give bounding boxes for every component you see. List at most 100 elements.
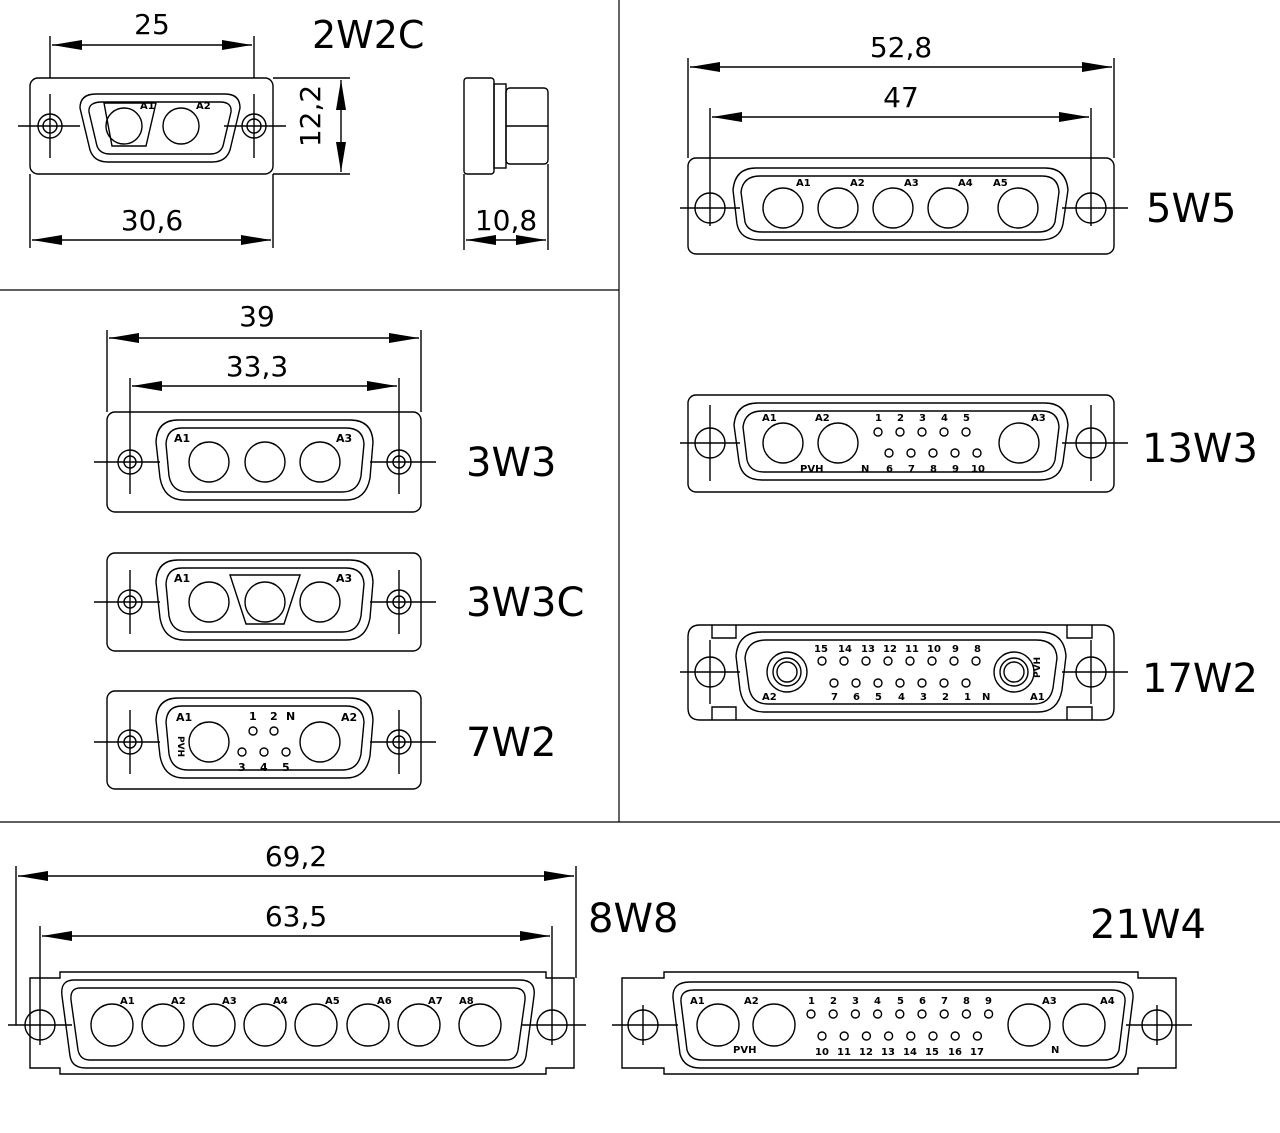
label-a2-13w3: A2 (815, 413, 830, 424)
signal-pin (961, 1009, 972, 1019)
label-pvh-21w4: PVH (733, 1045, 756, 1056)
label-5-7w2: 5 (282, 761, 290, 774)
drawing-13w3 (680, 394, 1128, 493)
label-16-21w4: 16 (948, 1047, 962, 1058)
connector-code-7w2: 7W2 (466, 720, 556, 766)
label-14-17w2: 14 (838, 644, 852, 655)
label-a1-3w3c: A1 (174, 572, 190, 585)
contact-a3-3w3 (299, 441, 341, 483)
contact-4-7w2 (259, 747, 269, 757)
label-a1-8w8: A1 (120, 996, 135, 1007)
contact-a3-13w3 (998, 422, 1040, 464)
contact-a5-5w5 (997, 187, 1039, 229)
signal-pin (817, 656, 827, 666)
contact-a2-21w4 (752, 1003, 796, 1047)
label-1-21w4: 1 (808, 996, 815, 1007)
contact-a4-21w4 (1062, 1003, 1106, 1047)
label-n-13w3: N (861, 464, 869, 475)
dim-text-hole-spacing-3w3: 33,3 (226, 350, 288, 383)
label-a2-17w2: A2 (762, 692, 777, 703)
contact-3-13w3 (917, 427, 927, 437)
signal-pin (927, 656, 937, 666)
contact-a4-5w5 (927, 187, 969, 229)
label-9-21w4: 9 (985, 996, 992, 1007)
signal-pin (928, 1031, 938, 1041)
contact-a3-21w4 (1007, 1003, 1051, 1047)
signal-pin (828, 1009, 838, 1019)
label-n-21w4: N (1051, 1045, 1059, 1056)
label-a3-3w3: A3 (336, 432, 352, 445)
label-a3-5w5: A3 (904, 178, 919, 189)
label-a3-8w8: A3 (222, 996, 237, 1007)
label-a7-8w8: A7 (428, 996, 443, 1007)
label-2-13w3: 2 (897, 413, 904, 424)
contact-a2-3w3 (244, 441, 286, 483)
label-a3-3w3c: A3 (336, 572, 352, 585)
label-pvh-7w2: PVH (175, 736, 185, 757)
connector-code-8w8: 8W8 (588, 896, 678, 942)
label-a1-7w2: A1 (176, 711, 192, 724)
contact-a2-2w2c (162, 107, 200, 145)
label-15-21w4: 15 (925, 1047, 939, 1058)
label-11-21w4: 11 (837, 1047, 851, 1058)
signal-pins-21w4 (806, 1009, 994, 1041)
label-5-21w4: 5 (897, 996, 904, 1007)
contact-a1-inner-17w2 (999, 657, 1029, 687)
signal-pin (851, 678, 861, 688)
label-10-17w2: 10 (927, 644, 941, 655)
label-n-7w2: N (286, 710, 295, 723)
shell-17w2 (735, 631, 1067, 713)
label-3-13w3: 3 (919, 413, 926, 424)
signal-pin (883, 656, 893, 666)
label-a6-8w8: A6 (377, 996, 392, 1007)
label-pvh-13w3: PVH (800, 464, 823, 475)
flange-8w8 (29, 971, 575, 1075)
shell-21w4 (672, 981, 1134, 1069)
label-a1-21w4: A1 (690, 996, 705, 1007)
signal-pin (839, 1031, 849, 1041)
label-n-17w2: N (982, 692, 990, 703)
shell-inner-8w8 (70, 987, 526, 1061)
side-view-flange-2w2c (463, 77, 495, 175)
contact-a1-17w2 (993, 651, 1035, 693)
label-3-21w4: 3 (852, 996, 859, 1007)
label-a8-8w8: A8 (459, 996, 474, 1007)
contact-a4-8w8 (243, 1003, 287, 1047)
contact-4-13w3 (939, 427, 949, 437)
label-4-17w2: 4 (898, 692, 905, 703)
flange-21w4 (621, 971, 1177, 1075)
signal-pin (939, 678, 949, 688)
label-a1-3w3: A1 (174, 432, 190, 445)
label-12-21w4: 12 (859, 1047, 873, 1058)
dim-text-hole-spacing-5w5: 47 (883, 81, 919, 114)
shell-inner-13w3 (742, 410, 1060, 473)
shell-7w2 (155, 697, 374, 779)
coding-insert-3w3c (229, 574, 301, 625)
label-a2-21w4: A2 (744, 996, 759, 1007)
label-3-17w2: 3 (920, 692, 927, 703)
signal-pin (817, 1031, 827, 1041)
label-6-21w4: 6 (919, 996, 926, 1007)
signal-pin (917, 1009, 927, 1019)
contact-a2-core-17w2 (776, 661, 798, 683)
contact-a2-8w8 (141, 1003, 185, 1047)
flange-notches-17w2 (711, 625, 1093, 720)
label-3-7w2: 3 (238, 761, 246, 774)
label-a2-7w2: A2 (341, 711, 357, 724)
contact-10-13w3 (972, 448, 982, 458)
label-a2-8w8: A2 (171, 996, 186, 1007)
contact-a8-8w8 (458, 1003, 502, 1047)
label-a1-17w2: A1 (1030, 692, 1045, 703)
label-8-13w3: 8 (930, 464, 937, 475)
drawing-7w2 (94, 690, 436, 790)
label-1-7w2: 1 (249, 710, 257, 723)
label-a1-13w3: A1 (762, 413, 777, 424)
label-4-13w3: 4 (941, 413, 948, 424)
label-a2-5w5: A2 (850, 178, 865, 189)
contact-8-13w3 (928, 448, 938, 458)
dim-text-flange-width-8w8: 69,2 (265, 840, 327, 873)
signal-pin (872, 1009, 883, 1019)
signal-pin (850, 1009, 861, 1019)
signal-pin (861, 656, 871, 666)
shell-8w8 (61, 979, 535, 1069)
